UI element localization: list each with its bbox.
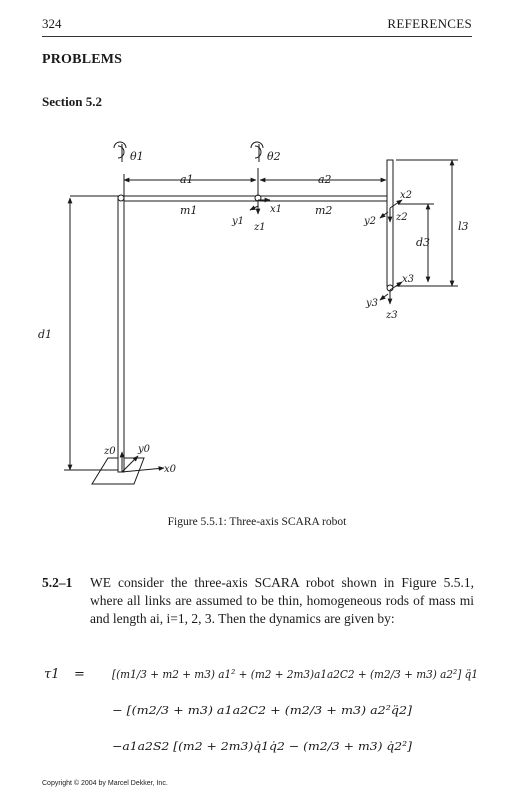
dynamics-equation: τ1 = [(m1/3 + m2 + m3) a1² + (m2 + 2m3)a… — [44, 667, 478, 753]
base-plate — [91, 457, 145, 485]
label-y0: y0 — [137, 444, 151, 455]
label-d1: d1 — [38, 328, 52, 341]
column-link — [117, 195, 125, 473]
equation-line-1: [(m1/3 + m2 + m3) a1² + (m2 + 2m3)a1a2C2… — [112, 667, 478, 681]
section-heading: Section 5.2 — [42, 94, 102, 109]
problem-number: 5.2–1 — [42, 575, 73, 590]
label-x3: x3 — [402, 274, 414, 285]
label-x0: x0 — [164, 464, 177, 475]
equation-equals: = — [74, 667, 85, 682]
label-x1: x1 — [270, 204, 282, 215]
equation-line-3: −a1a2S2 [(m2 + 2m3)q̇1q̇2 − (m2/3 + m3) … — [112, 739, 413, 753]
page-header: 324 REFERENCES — [42, 16, 472, 34]
arm-link-2 — [259, 195, 389, 202]
label-z2: z2 — [395, 212, 408, 223]
equation-lhs: τ1 — [44, 667, 59, 682]
joint-1 — [117, 194, 125, 202]
label-y3: y3 — [365, 298, 378, 309]
label-m2: m2 — [315, 204, 332, 217]
figure-caption: Figure 5.5.1: Three-axis SCARA robot — [167, 516, 347, 528]
header-rule — [42, 36, 472, 37]
label-m1: m1 — [180, 204, 197, 217]
prismatic-link — [386, 159, 394, 287]
label-y1: y1 — [231, 216, 244, 227]
label-z3: z3 — [385, 310, 398, 321]
page-number: 324 — [42, 16, 62, 31]
label-x2: x2 — [400, 190, 412, 201]
label-theta2: θ2 — [267, 150, 281, 163]
equation-line-2: − [(m2/3 + m3) a1a2C2 + (m2/3 + m3) a2²q… — [112, 703, 413, 717]
problem-text: WE consider the three-axis SCARA robot s… — [90, 575, 474, 626]
label-y2: y2 — [363, 216, 376, 227]
label-z1: z1 — [253, 222, 266, 233]
label-d3: d3 — [416, 236, 430, 249]
label-a2: a2 — [318, 173, 332, 186]
copyright-notice: Copyright © 2004 by Marcel Dekker, Inc. — [42, 780, 168, 787]
label-l3: l3 — [458, 220, 469, 233]
scara-robot-figure: θ1 θ2 a1 a2 m1 m2 y1 x1 z1 y2 x2 z2 l3 d… — [38, 141, 469, 485]
arm-link-1 — [123, 195, 259, 202]
problems-heading: PROBLEMS — [42, 52, 123, 67]
label-z0: z0 — [103, 446, 116, 457]
label-a1: a1 — [180, 173, 194, 186]
running-title: REFERENCES — [387, 16, 472, 31]
label-theta1: θ1 — [130, 150, 144, 163]
